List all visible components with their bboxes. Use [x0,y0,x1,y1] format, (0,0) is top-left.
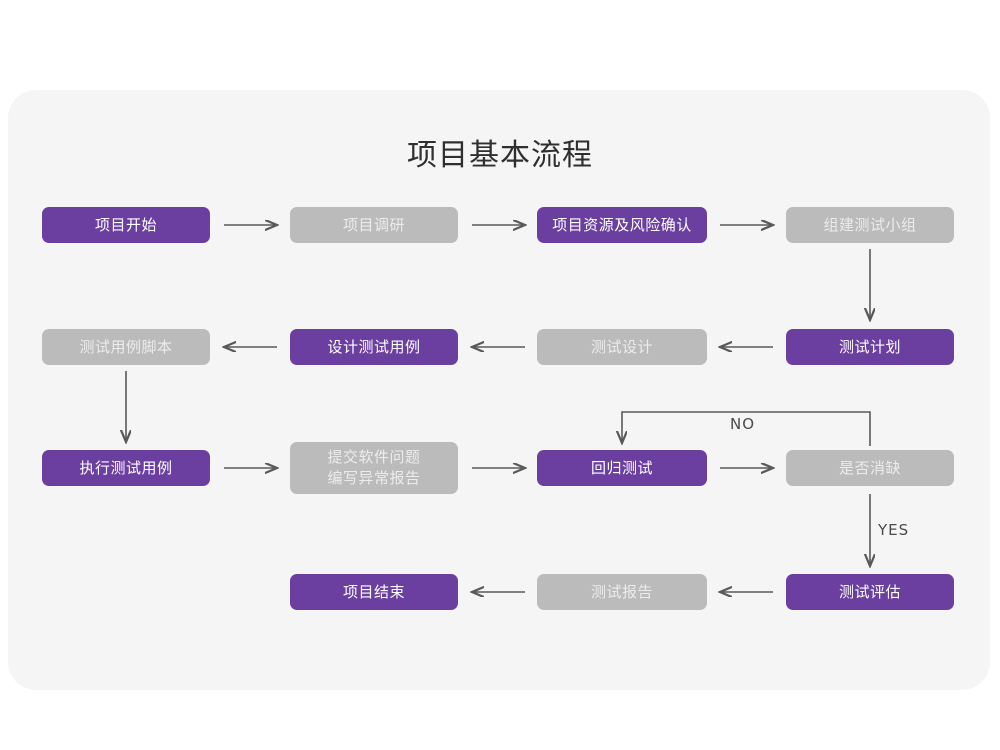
node-regression-test[interactable]: 回归测试 [537,450,707,486]
node-project-start[interactable]: 项目开始 [42,207,210,243]
node-test-design[interactable]: 测试设计 [537,329,707,365]
edge-label-yes: YES [878,521,910,539]
node-project-end[interactable]: 项目结束 [290,574,458,610]
node-test-case-script[interactable]: 测试用例脚本 [42,329,210,365]
node-form-test-team[interactable]: 组建测试小组 [786,207,954,243]
node-project-research[interactable]: 项目调研 [290,207,458,243]
node-defect-cleared[interactable]: 是否消缺 [786,450,954,486]
node-execute-test-cases[interactable]: 执行测试用例 [42,450,210,486]
node-test-evaluation[interactable]: 测试评估 [786,574,954,610]
node-test-plan[interactable]: 测试计划 [786,329,954,365]
node-submit-defect-report[interactable]: 提交软件问题 编写异常报告 [290,442,458,494]
node-test-report[interactable]: 测试报告 [537,574,707,610]
edge-label-no: NO [730,415,756,433]
node-resource-risk-confirm[interactable]: 项目资源及风险确认 [537,207,707,243]
page-title: 项目基本流程 [407,138,593,173]
node-design-test-cases[interactable]: 设计测试用例 [290,329,458,365]
